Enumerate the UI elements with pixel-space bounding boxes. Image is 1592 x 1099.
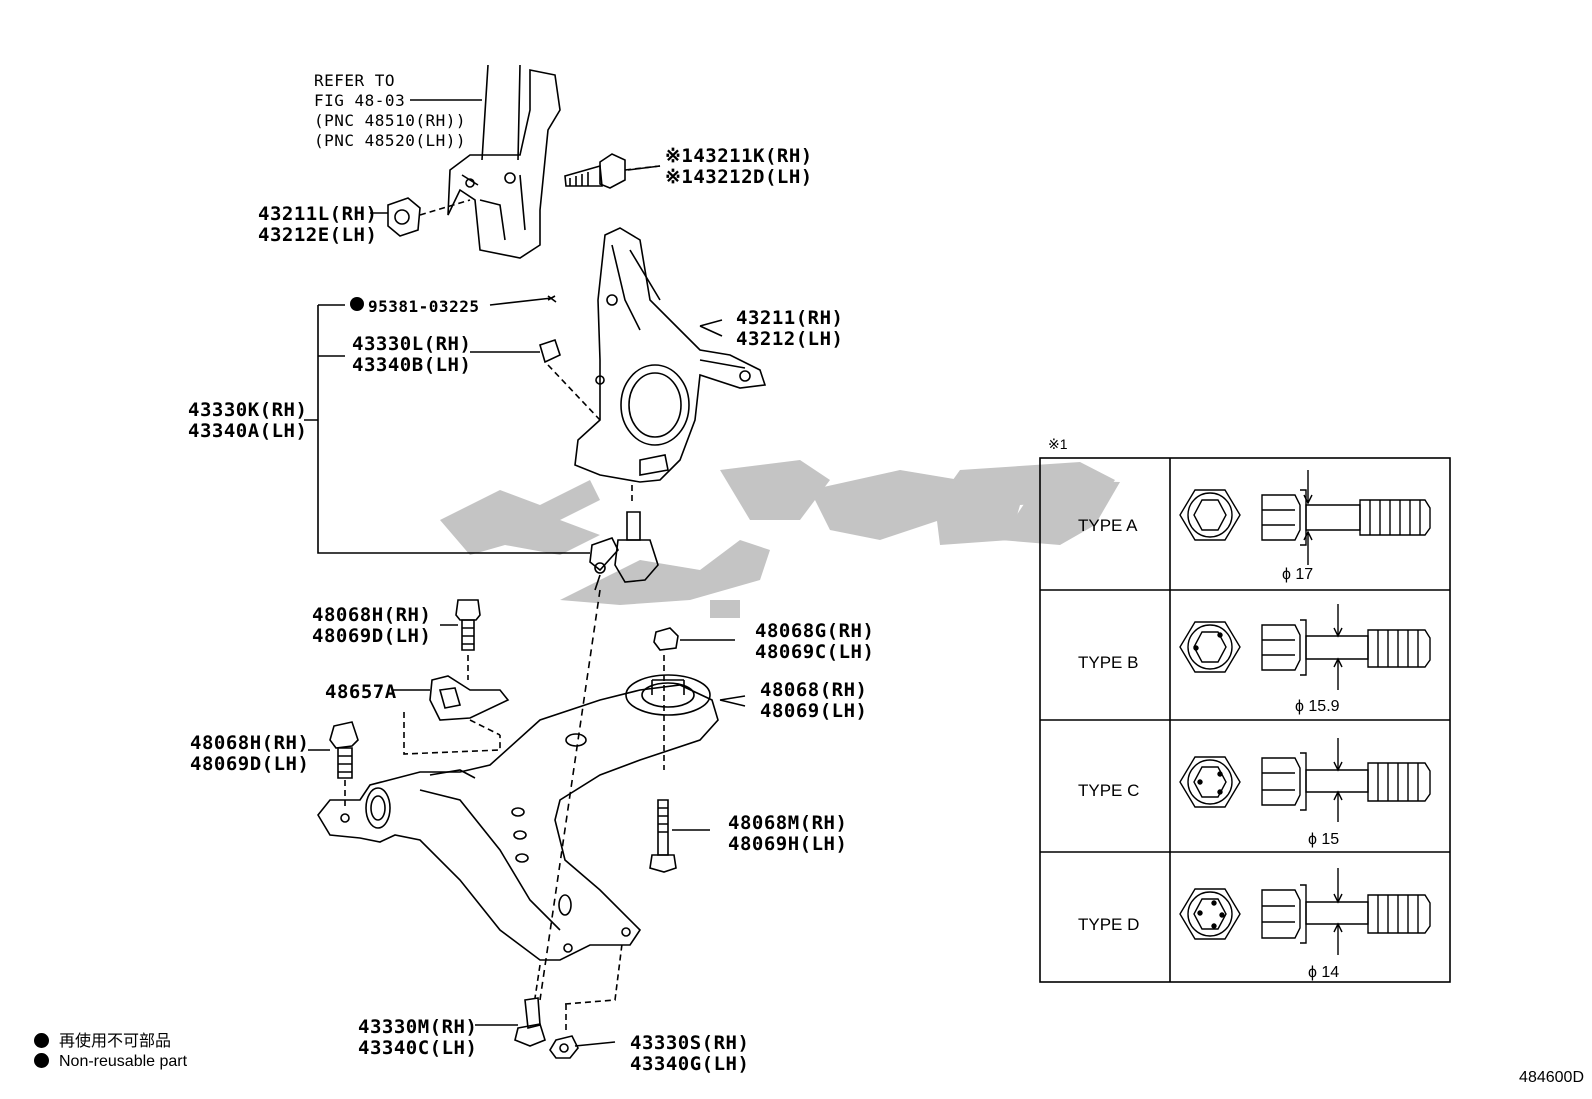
- part-number-rh: 43330K(RH): [188, 399, 308, 421]
- type-a-label: TYPE A: [1078, 516, 1138, 535]
- part-number-rh: 48068(RH): [760, 679, 868, 701]
- part-label-43211[interactable]: 43211(RH)43212(LH): [736, 308, 843, 350]
- part-number-rh: 43330L(RH): [352, 333, 472, 355]
- camber-bolt: [564, 153, 661, 189]
- part-number-rh: ※143211K(RH): [665, 145, 813, 167]
- part-number-rh: 43330M(RH): [358, 1016, 478, 1038]
- part-number-lh: 43340G(LH): [630, 1053, 750, 1075]
- type-c-label: TYPE C: [1078, 781, 1140, 800]
- figure-number: 484600D: [1519, 1069, 1584, 1086]
- type-d-diameter: ϕ 14: [1308, 964, 1340, 981]
- part-number: 48657A: [325, 681, 397, 703]
- bolt-type-b-drawing: [1179, 604, 1431, 690]
- bolt-43330m: [514, 964, 546, 1047]
- bolt-type-d-drawing: [1179, 868, 1431, 955]
- lower-arm: [317, 674, 719, 961]
- part-number-lh: 43340C(LH): [358, 1037, 478, 1059]
- refer-note-line2: FIG 48-03: [314, 91, 406, 110]
- part-number-lh: 48069D(LH): [312, 625, 432, 647]
- steering-knuckle: [574, 227, 767, 483]
- part-number-rh: 43211(RH): [736, 307, 844, 329]
- part-number-rh: 43330S(RH): [630, 1032, 750, 1054]
- type-c-diameter: ϕ 15: [1308, 831, 1340, 848]
- part-number-rh: 43211L(RH): [258, 203, 378, 225]
- part-number-lh: 43340A(LH): [188, 420, 308, 442]
- part-number-rh: 48068H(RH): [190, 732, 310, 754]
- part-label-48068m[interactable]: 48068M(RH)48069H(LH): [728, 813, 847, 855]
- part-label-95381[interactable]: 95381-03225: [368, 296, 479, 317]
- refer-note-line1: REFER TO: [314, 71, 396, 90]
- strut-bracket: [447, 64, 561, 259]
- refer-note-line4: (PNC 48520(LH)): [314, 131, 466, 150]
- type-table: [1039, 457, 1451, 983]
- part-number-rh: 48068M(RH): [728, 812, 848, 834]
- part-number-lh: 43212(LH): [736, 328, 844, 350]
- non-reusable-dot: [350, 297, 364, 311]
- nut-43330s: [549, 943, 623, 1059]
- type-a-diameter: ϕ 17: [1282, 566, 1314, 583]
- type-d-label: TYPE D: [1078, 915, 1140, 934]
- type-b-label: TYPE B: [1078, 653, 1139, 672]
- part-label-48068[interactable]: 48068(RH)48069(LH): [760, 680, 867, 722]
- part-number-lh: 43340B(LH): [352, 354, 472, 376]
- part-label-43330k[interactable]: 43330K(RH)43340A(LH): [188, 400, 307, 442]
- part-number-lh: 43212E(LH): [258, 224, 378, 246]
- legend-en-text: Non-reusable part: [59, 1053, 188, 1070]
- part-label-43211k[interactable]: ※143211K(RH)※143212D(LH): [665, 146, 813, 188]
- bolt-48068h-mid: [329, 721, 359, 810]
- bolt-48068h-top: [455, 599, 481, 680]
- part-number-rh: 48068G(RH): [755, 620, 875, 642]
- part-label-48657a[interactable]: 48657A: [325, 682, 397, 703]
- part-number-lh: 48069(LH): [760, 700, 868, 722]
- cam-washer: [387, 197, 471, 237]
- part-label-43330l[interactable]: 43330L(RH)43340B(LH): [352, 334, 471, 376]
- nut-48068g: [653, 627, 679, 770]
- non-reusable-dot-icon: [34, 1053, 49, 1068]
- part-label-43330s[interactable]: 43330S(RH)43340G(LH): [630, 1033, 749, 1075]
- ball-joint: [589, 511, 659, 591]
- bolt-48068m: [649, 799, 677, 873]
- part-label-48068g[interactable]: 48068G(RH)48069C(LH): [755, 621, 874, 663]
- legend-jp: 再使用不可部品: [34, 1027, 171, 1051]
- legend-jp-text: 再使用不可部品: [59, 1033, 172, 1050]
- part-number-lh: ※143212D(LH): [665, 166, 813, 188]
- part-label-43330m[interactable]: 43330M(RH)43340C(LH): [358, 1017, 477, 1059]
- part-number-lh: 48069H(LH): [728, 833, 848, 855]
- bolt-type-a-drawing: [1179, 470, 1431, 565]
- stopper-48657a: [403, 675, 510, 755]
- part-label-48068h-top[interactable]: 48068H(RH)48069D(LH): [312, 605, 431, 647]
- legend-en: Non-reusable part: [34, 1053, 187, 1071]
- type-b-diameter: ϕ 15.9: [1295, 698, 1340, 715]
- part-label-43211l[interactable]: 43211L(RH)43212E(LH): [258, 204, 377, 246]
- non-reusable-dot-icon: [34, 1033, 49, 1048]
- part-label-48068h-mid[interactable]: 48068H(RH)48069D(LH): [190, 733, 309, 775]
- part-number: 95381-03225: [368, 297, 480, 316]
- refer-note-line3: (PNC 48510(RH)): [314, 111, 466, 130]
- watermark-logo: [440, 460, 1120, 618]
- type-table-note-mark: ※1: [1048, 436, 1068, 452]
- dust-cover-clip: [539, 338, 601, 421]
- part-number-rh: 48068H(RH): [312, 604, 432, 626]
- part-number-lh: 48069C(LH): [755, 641, 875, 663]
- bolt-type-c-drawing: [1179, 738, 1431, 822]
- part-number-lh: 48069D(LH): [190, 753, 310, 775]
